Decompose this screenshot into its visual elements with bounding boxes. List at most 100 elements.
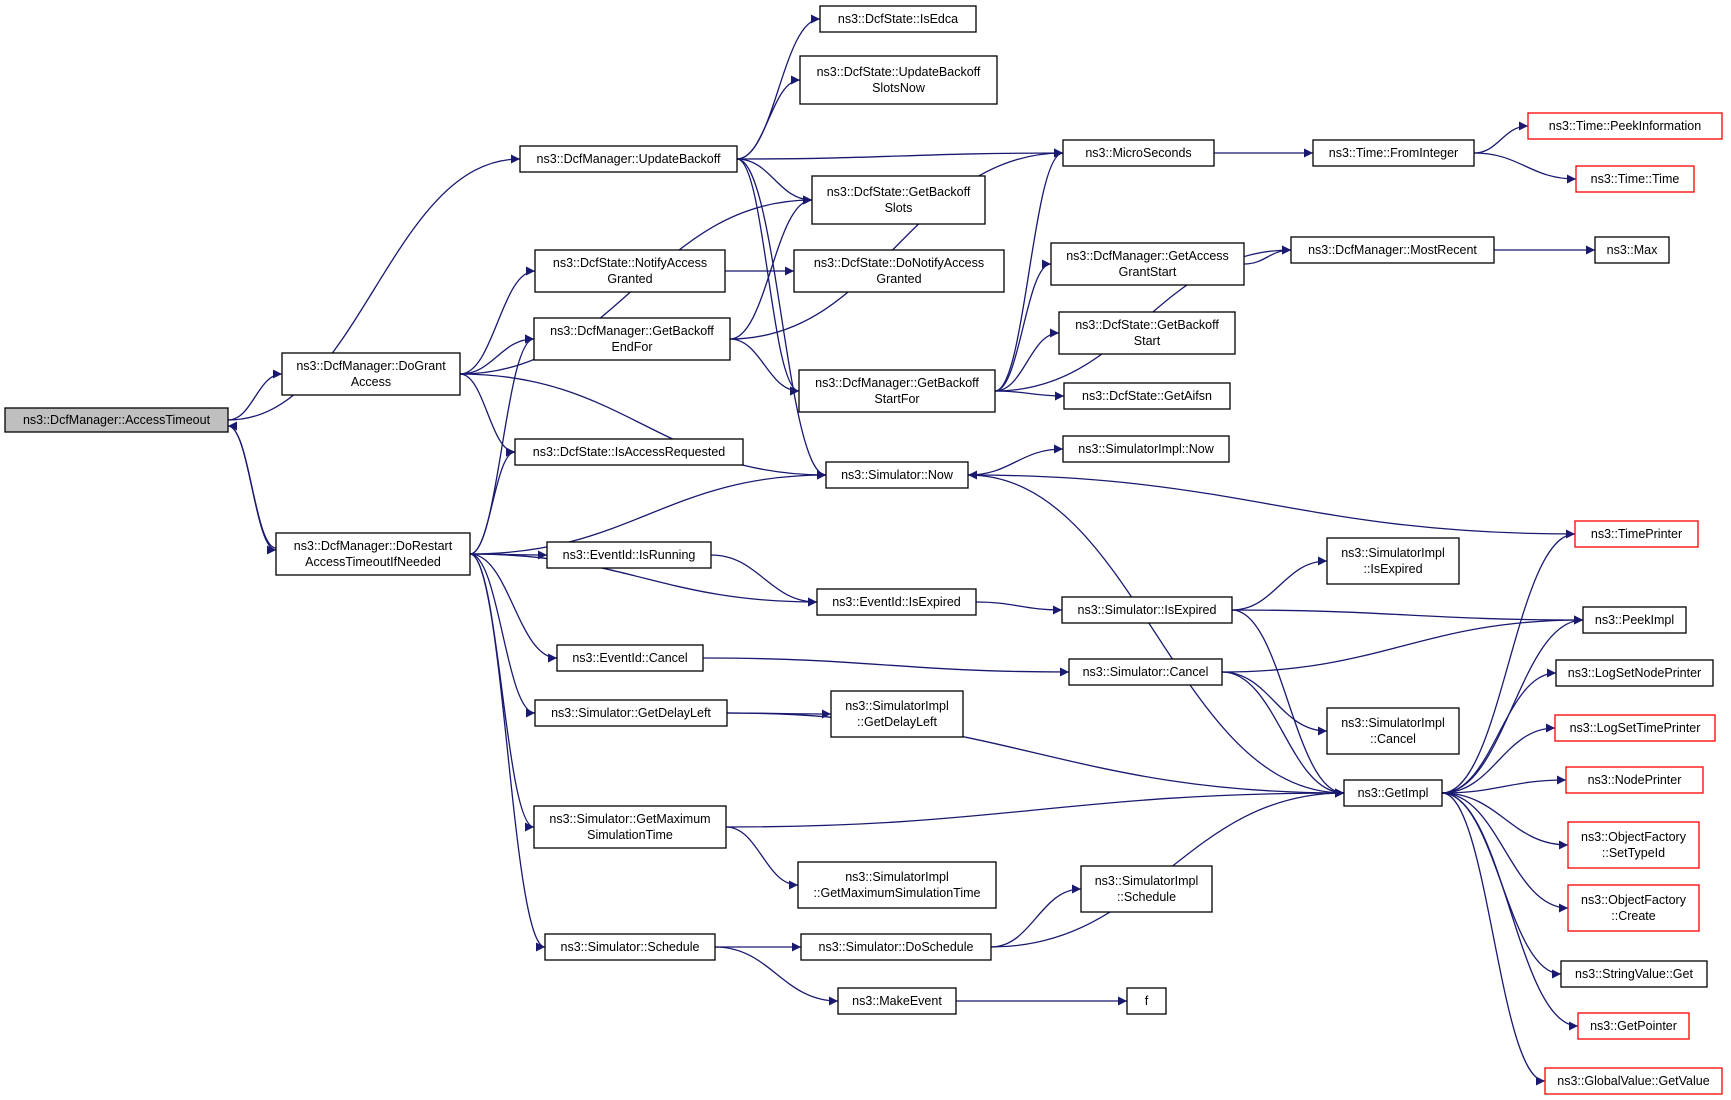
edge-getdelayleft-to-getimpl	[726, 712, 1345, 798]
node-timeprinter[interactable]: ns3::TimePrinter	[1574, 520, 1699, 548]
node-simimplisexpired[interactable]: ns3::SimulatorImpl::IsExpired	[1326, 537, 1460, 585]
node-label: ns3::SimulatorImpl	[1095, 874, 1199, 888]
node-box	[1560, 960, 1708, 988]
edge-path	[729, 148, 1064, 340]
edge-getmaxsimtime-to-simimplgetmax	[725, 826, 799, 890]
node-timetime[interactable]: ns3::Time::Time	[1575, 165, 1695, 193]
node-simimplcancel[interactable]: ns3::SimulatorImpl::Cancel	[1326, 707, 1460, 755]
node-peekinformation[interactable]: ns3::Time::PeekInformation	[1527, 112, 1723, 140]
node-logsettimeprinter[interactable]: ns3::LogSetTimePrinter	[1554, 714, 1716, 742]
node-stringvalueget[interactable]: ns3::StringValue::Get	[1560, 960, 1708, 988]
edge-path	[736, 75, 801, 160]
node-getmaxsimtime[interactable]: ns3::Simulator::GetMaximumSimulationTime	[533, 805, 727, 849]
node-label: AccessTimeoutIfNeeded	[305, 555, 441, 569]
node-f[interactable]: f	[1126, 987, 1167, 1015]
node-simimplschedule[interactable]: ns3::SimulatorImpl::Schedule	[1080, 865, 1213, 913]
edge-root-to-dogrant	[227, 369, 283, 421]
node-label: ns3::DcfState::IsAccessRequested	[533, 445, 726, 459]
node-ofcreate[interactable]: ns3::ObjectFactory::Create	[1567, 884, 1700, 932]
node-fromint[interactable]: ns3::Time::FromInteger	[1312, 139, 1475, 167]
edge-path	[469, 553, 558, 663]
node-simimplgetmax[interactable]: ns3::SimulatorImpl::GetMaximumSimulation…	[797, 861, 997, 909]
node-getdelayleft[interactable]: ns3::Simulator::GetDelayLeft	[534, 699, 728, 727]
edge-path	[994, 328, 1060, 392]
node-simschedule[interactable]: ns3::Simulator::Schedule	[544, 933, 716, 961]
node-eventcancel[interactable]: ns3::EventId::Cancel	[556, 644, 704, 672]
node-label: ns3::DcfManager::GetBackoff	[815, 376, 979, 390]
edge-path	[736, 148, 1064, 160]
edge-dorestart-to-isexpired	[469, 553, 818, 607]
edge-dorestart-to-simschedule	[469, 553, 546, 952]
node-settypeid[interactable]: ns3::ObjectFactory::SetTypeId	[1567, 821, 1700, 869]
node-makeevent[interactable]: ns3::MakeEvent	[837, 987, 957, 1015]
edge-path	[736, 158, 813, 205]
node-label: EndFor	[612, 340, 653, 354]
edge-path	[1221, 615, 1584, 673]
node-label: ns3::GlobalValue::GetValue	[1557, 1074, 1709, 1088]
node-doschedule[interactable]: ns3::Simulator::DoSchedule	[800, 933, 992, 961]
node-getimpl[interactable]: ns3::GetImpl	[1343, 779, 1443, 807]
edge-path	[459, 266, 536, 375]
node-simimplgetdelayleft[interactable]: ns3::SimulatorImpl::GetDelayLeft	[830, 690, 964, 738]
node-globalvalueget[interactable]: ns3::GlobalValue::GetValue	[1544, 1067, 1723, 1095]
node-peekimpl[interactable]: ns3::PeekImpl	[1582, 606, 1687, 634]
edge-getimpl-to-timeprinter	[1441, 529, 1576, 794]
node-getpointer[interactable]: ns3::GetPointer	[1577, 1012, 1690, 1040]
edge-dogrant-to-simnow	[459, 373, 827, 480]
node-box	[1577, 1012, 1690, 1040]
edge-getmaxsimtime-to-getimpl	[725, 788, 1345, 828]
edge-getbackoffendfor-to-microseconds	[729, 148, 1064, 340]
node-root[interactable]: ns3::DcfManager::AccessTimeout	[4, 407, 229, 433]
node-isedca[interactable]: ns3::DcfState::IsEdca	[819, 5, 977, 33]
edge-updatebackoff-to-getbackoffslots	[736, 158, 813, 205]
node-microseconds[interactable]: ns3::MicroSeconds	[1062, 139, 1215, 167]
node-getaifsn[interactable]: ns3::DcfState::GetAifsn	[1063, 382, 1231, 410]
node-max[interactable]: ns3::Max	[1594, 236, 1670, 264]
node-box	[534, 699, 728, 727]
node-isrunning[interactable]: ns3::EventId::IsRunning	[546, 541, 712, 569]
edge-updatebackoff-to-simnow	[736, 158, 827, 480]
node-mostrecent[interactable]: ns3::DcfManager::MostRecent	[1290, 236, 1495, 264]
edge-path	[469, 553, 546, 952]
node-nodeprinter[interactable]: ns3::NodePrinter	[1565, 766, 1704, 794]
node-isexpired[interactable]: ns3::EventId::IsExpired	[816, 588, 977, 616]
node-label: ns3::LogSetTimePrinter	[1570, 721, 1701, 735]
node-label: ns3::DcfState::NotifyAccess	[553, 256, 707, 270]
edge-simnow-to-simimplnow	[967, 444, 1064, 476]
node-label: ns3::DcfState::GetAifsn	[1082, 389, 1212, 403]
node-simisexpired[interactable]: ns3::Simulator::IsExpired	[1061, 596, 1233, 624]
node-box	[825, 461, 969, 489]
node-label: ::GetDelayLeft	[857, 715, 937, 729]
edge-path	[227, 421, 277, 549]
node-box	[1594, 236, 1670, 264]
node-updatebackoff[interactable]: ns3::DcfManager::UpdateBackoff	[519, 145, 738, 173]
node-simcancel[interactable]: ns3::Simulator::Cancel	[1068, 658, 1223, 686]
edge-simnow-to-getimpl	[967, 474, 1345, 798]
node-label: ns3::NodePrinter	[1588, 773, 1682, 787]
edge-path	[1441, 792, 1569, 913]
edge-path	[1243, 245, 1292, 265]
node-simnow[interactable]: ns3::Simulator::Now	[825, 461, 969, 489]
node-label: ns3::DcfManager::AccessTimeout	[23, 413, 211, 427]
edge-path	[469, 447, 516, 555]
node-dorestart[interactable]: ns3::DcfManager::DoRestartAccessTimeoutI…	[275, 532, 471, 576]
node-simimplnow[interactable]: ns3::SimulatorImpl::Now	[1062, 435, 1230, 463]
node-label: ns3::DcfManager::DoGrant	[296, 359, 446, 373]
node-label: ns3::Max	[1607, 243, 1658, 257]
edge-timeprinter-to-simnow	[967, 470, 1576, 535]
node-box	[797, 861, 997, 909]
node-logsetnodeprinter[interactable]: ns3::LogSetNodePrinter	[1555, 659, 1714, 687]
edge-simschedule-to-makeevent	[714, 946, 839, 1006]
edge-path	[736, 158, 827, 480]
node-isaccessrequested[interactable]: ns3::DcfState::IsAccessRequested	[514, 438, 744, 466]
edge-path	[459, 334, 535, 375]
